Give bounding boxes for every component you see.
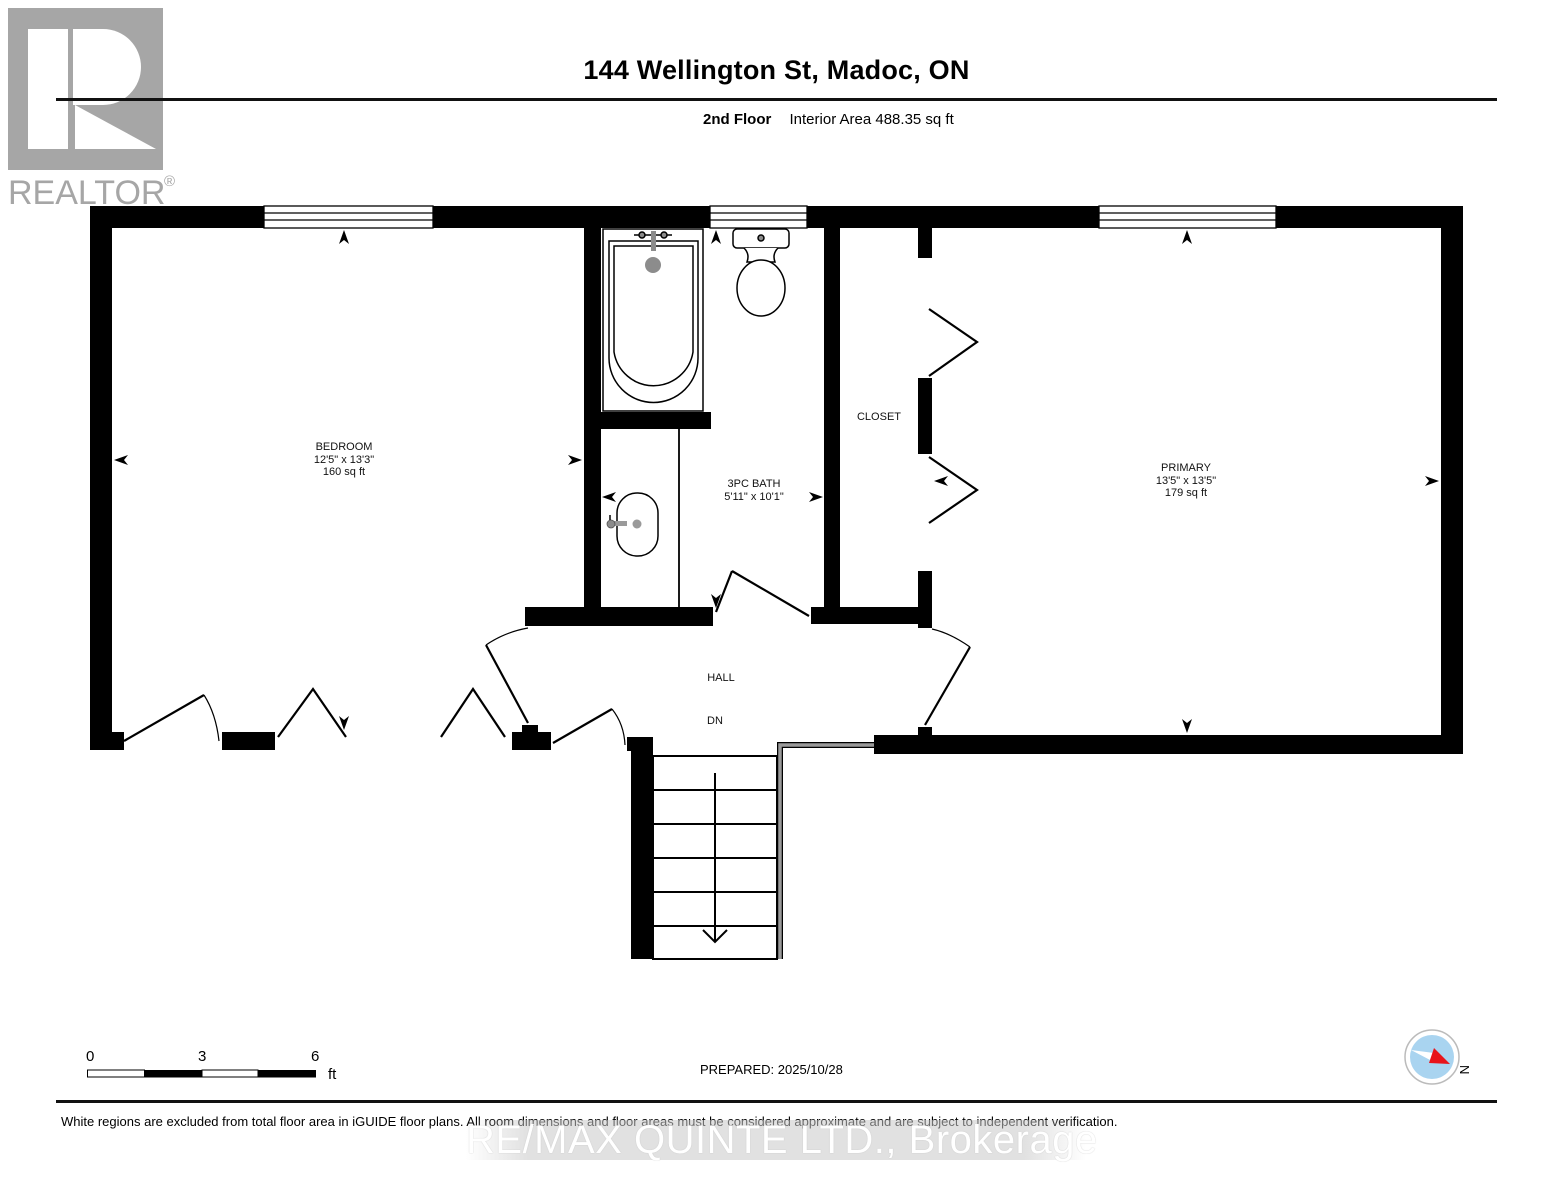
- room-label-3pc-bath: 3PC BATH 5'11" x 10'1": [724, 478, 784, 503]
- property-address-title: 144 Wellington St, Madoc, ON: [583, 55, 970, 85]
- room-name: HALL: [707, 672, 735, 684]
- svg-text:REALTOR: REALTOR: [8, 174, 165, 212]
- room-label-primary: PRIMARY 13'5" x 13'5" 179 sq ft: [1156, 462, 1216, 500]
- scale-tick-0: 0: [86, 1048, 95, 1065]
- walls: [90, 206, 1463, 959]
- windows: [263, 205, 1277, 229]
- scale-tick-6: 6: [311, 1048, 320, 1065]
- room-dimensions: 5'11" x 10'1": [724, 490, 784, 503]
- footer-divider: [56, 1100, 1497, 1103]
- title-divider: [56, 98, 1497, 101]
- room-label-hall: HALL: [707, 672, 735, 685]
- room-name: CLOSET: [856, 411, 902, 423]
- prepared-date: PREPARED: 2025/10/28: [700, 1062, 843, 1077]
- room-dimensions: 12'5" x 13'3": [313, 453, 375, 466]
- room-label-closet: CLOSET: [857, 411, 901, 424]
- room-name: 3PC BATH: [727, 478, 781, 490]
- scale-bar-graphic: [87, 1069, 316, 1078]
- scale-unit: ft: [328, 1066, 337, 1083]
- compass-icon: N: [1402, 1028, 1474, 1088]
- realtor-logo: REALTOR ®: [8, 8, 180, 214]
- room-label-bedroom: BEDROOM 12'5" x 13'3" 160 sq ft: [314, 441, 374, 479]
- room-name: PRIMARY: [1161, 462, 1211, 474]
- dimension-markers: [114, 230, 1439, 733]
- room-dimensions: 13'5" x 13'5": [1155, 474, 1217, 487]
- bath-fixtures: [602, 228, 790, 557]
- scale-tick-3: 3: [198, 1048, 207, 1065]
- brokerage-watermark: RE/MAX QUINTE LTD., Brokerage: [466, 1118, 1098, 1162]
- floor-info: 2nd Floor Interior Area 488.35 sq ft: [703, 111, 954, 128]
- interior-area: Interior Area 488.35 sq ft: [789, 111, 954, 128]
- scale-bar: 0 3 6 ft: [86, 1048, 346, 1088]
- room-name: BEDROOM: [315, 441, 373, 453]
- staircase: [652, 755, 778, 960]
- room-area: 179 sq ft: [1164, 487, 1208, 499]
- compass-north-label: N: [1457, 1065, 1472, 1074]
- floor-name: 2nd Floor: [703, 111, 772, 128]
- svg-text:®: ®: [164, 173, 175, 190]
- stairs-down-label: DN: [707, 715, 723, 727]
- doors: [123, 308, 979, 746]
- room-area: 160 sq ft: [322, 466, 366, 478]
- stair-railing: [777, 742, 874, 959]
